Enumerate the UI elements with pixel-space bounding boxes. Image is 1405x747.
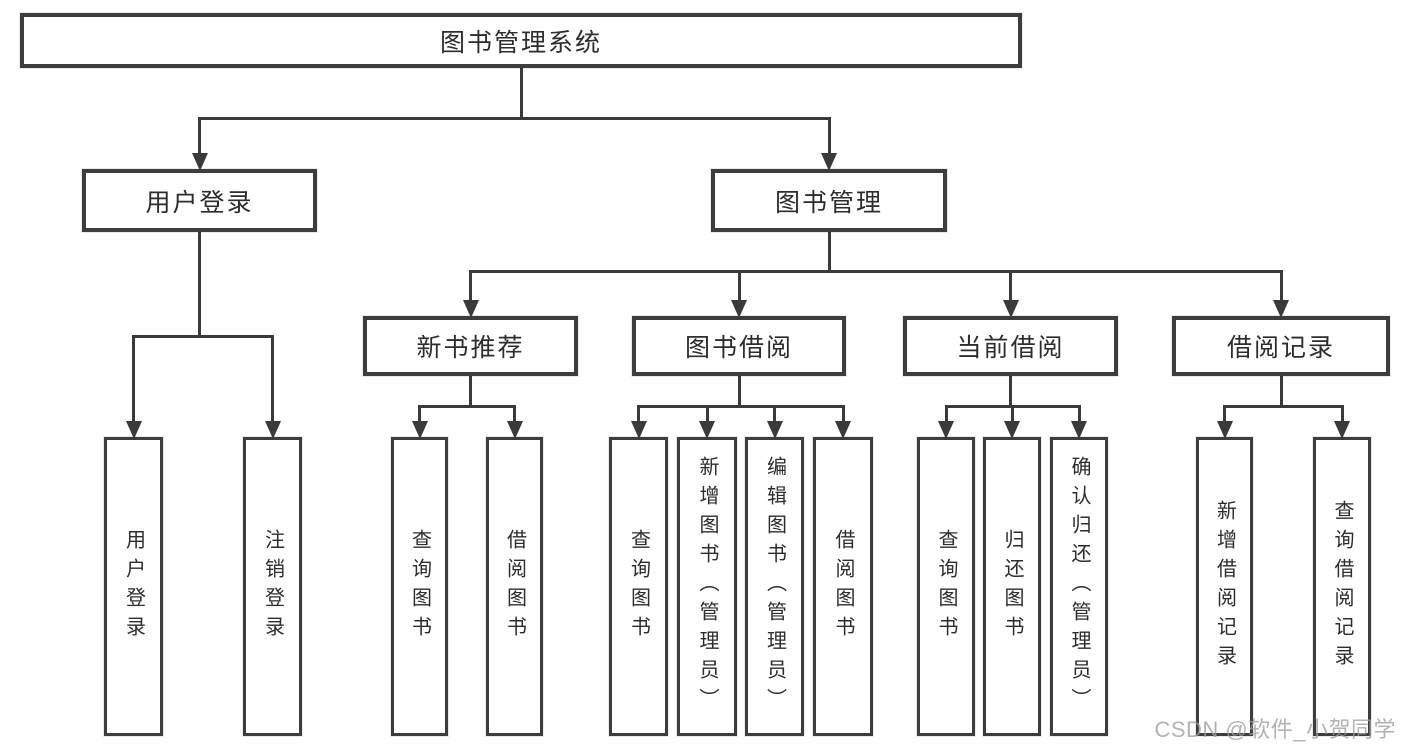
arrow-down-icon: [506, 421, 523, 439]
arrow-down-icon: [1273, 300, 1289, 318]
connector-drop: [1279, 270, 1283, 301]
leaf-logout: 注销登录: [243, 437, 302, 736]
leaf-confirm-return-admin: 确认归还（管理员）: [1050, 437, 1108, 736]
connector-stub: [1009, 374, 1012, 408]
arrow-down-icon: [731, 300, 747, 318]
connector-stub: [198, 230, 201, 338]
node-library-management-system: 图书管理系统: [20, 13, 1022, 68]
arrow-down-icon: [264, 421, 281, 439]
leaf-borrow-books-newrec: 借阅图书: [486, 437, 543, 736]
leaf-borrow-books: 借阅图书: [813, 437, 873, 736]
connector-stub: [827, 230, 831, 273]
connector-drop: [841, 405, 845, 422]
connector-drop: [271, 335, 274, 422]
connector-drop: [198, 117, 201, 154]
connector-stub: [519, 66, 523, 120]
node-new-book-recommend: 新书推荐: [363, 316, 578, 376]
connector-bar: [198, 117, 831, 120]
watermark: CSDN @软件_小贺同学: [1154, 717, 1396, 742]
arrow-down-icon: [835, 421, 851, 439]
leaf-add-borrow-record: 新增借阅记录: [1196, 437, 1253, 736]
connector-drop: [418, 405, 421, 422]
leaf-user-login: 用户登录: [104, 437, 163, 736]
arrow-down-icon: [699, 421, 715, 439]
connector-drop: [132, 335, 135, 422]
arrow-down-icon: [1216, 421, 1233, 439]
leaf-query-books-current: 查询图书: [917, 437, 975, 736]
arrow-down-icon: [821, 153, 837, 171]
connector-drop: [737, 270, 741, 301]
connector-stub: [469, 374, 472, 408]
leaf-add-books-admin: 新增图书（管理员）: [677, 437, 737, 736]
leaf-edit-books-admin: 编辑图书（管理员）: [745, 437, 804, 736]
node-borrow-records: 借阅记录: [1172, 316, 1390, 376]
connector-bar: [418, 405, 516, 408]
connector-bar: [469, 270, 1283, 273]
arrow-down-icon: [1071, 421, 1087, 439]
connector-drop: [1340, 405, 1344, 422]
connector-drop: [1010, 405, 1014, 422]
arrow-down-icon: [766, 421, 783, 439]
connector-drop: [637, 405, 640, 422]
connector-bar: [1223, 405, 1344, 408]
leaf-query-books-newrec: 查询图书: [391, 437, 448, 736]
arrow-down-icon: [938, 421, 954, 439]
node-book-borrowing: 图书借阅: [632, 316, 846, 376]
arrow-down-icon: [630, 421, 647, 439]
connector-drop: [513, 405, 516, 422]
connector-drop: [827, 117, 831, 154]
connector-bar: [132, 335, 274, 338]
node-book-management: 图书管理: [711, 169, 947, 232]
connector-drop: [705, 405, 709, 422]
arrow-down-icon: [1334, 421, 1350, 439]
connector-drop: [1077, 405, 1081, 422]
connector-drop: [469, 270, 472, 301]
connector-drop: [1223, 405, 1226, 422]
arrow-down-icon: [125, 421, 142, 439]
connector-drop: [944, 405, 948, 422]
arrow-down-icon: [411, 421, 428, 439]
leaf-return-books: 归还图书: [983, 437, 1041, 736]
connector-stub: [1279, 374, 1283, 408]
arrow-down-icon: [1002, 300, 1019, 318]
node-current-borrowing: 当前借阅: [903, 316, 1118, 376]
arrow-down-icon: [462, 300, 479, 318]
arrow-down-icon: [1004, 421, 1020, 439]
leaf-query-borrow-record: 查询借阅记录: [1313, 437, 1371, 736]
connector-stub: [737, 374, 741, 408]
arrow-down-icon: [191, 153, 208, 171]
connector-drop: [773, 405, 776, 422]
connector-bar: [637, 405, 845, 408]
leaf-query-books: 查询图书: [609, 437, 668, 736]
node-user-login: 用户登录: [82, 169, 317, 232]
connector-drop: [1009, 270, 1012, 301]
